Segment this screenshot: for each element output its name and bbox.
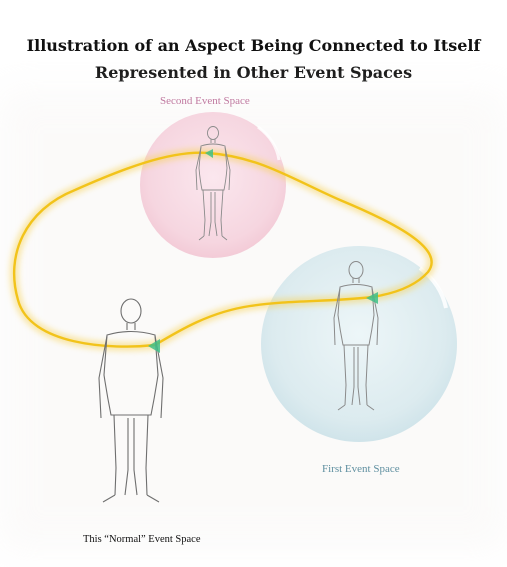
second-event-space-label: Second Event Space <box>160 95 250 107</box>
title-line-2: Represented in Other Event Spaces <box>94 63 413 82</box>
second-event-space-sphere <box>140 112 286 258</box>
aspect-marker-normal <box>148 339 160 353</box>
first-event-space-label: First Event Space <box>322 463 400 475</box>
aspect-connection-line <box>9 148 437 352</box>
figure-second-space <box>195 126 231 241</box>
aspect-marker-first <box>366 292 378 304</box>
aspect-marker-second <box>205 149 213 158</box>
normal-event-space-label: This “Normal” Event Space <box>83 534 201 545</box>
title-line-1: Illustration of an Aspect Being Connecte… <box>26 36 481 55</box>
